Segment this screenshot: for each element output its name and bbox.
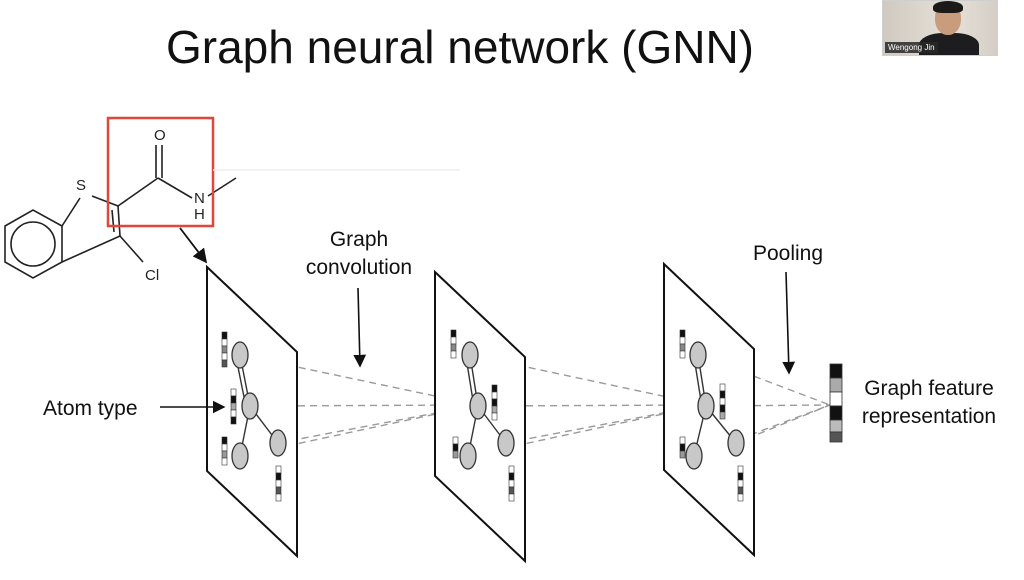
node-2a [461, 341, 479, 369]
graph-feature-vector [829, 363, 843, 443]
graph-feature-label-line2: representation [862, 405, 996, 428]
graph-convolution-arrow [353, 287, 367, 368]
presenter-name-tag: Wengong Jin [885, 42, 938, 53]
node-3b [697, 392, 715, 420]
node-1a [231, 341, 249, 369]
pooling-label: Pooling [753, 242, 823, 265]
highlight-box [106, 116, 215, 228]
node-2d [497, 429, 515, 457]
node-1b [241, 392, 259, 420]
node-2c [459, 442, 477, 470]
graph-panel-3 [663, 261, 755, 558]
graph-feature-label-line1: Graph feature [864, 377, 994, 400]
feature-vectors-1 [221, 331, 282, 502]
atom-o-label: O [154, 127, 166, 144]
slide-title: Graph neural network (GNN) [166, 21, 754, 73]
atom-s-label: S [76, 177, 86, 194]
node-3c [685, 442, 703, 470]
atom-n-label: N [194, 190, 205, 207]
atom-type-label: Atom type [43, 397, 138, 420]
node-2b [469, 392, 487, 420]
pooling-arrow [782, 271, 796, 375]
feature-vectors-2 [450, 329, 515, 502]
box-to-panel-arrow [179, 227, 208, 264]
graph-panel-1 [206, 264, 298, 559]
node-3a [689, 341, 707, 369]
node-1d [269, 429, 287, 457]
atom-cl-label: Cl [145, 267, 159, 284]
feature-vectors-3 [679, 329, 744, 502]
node-1c [231, 442, 249, 470]
molecule-structure [4, 145, 237, 279]
graph-convolution-label-line1: Graph [330, 228, 388, 251]
graph-panel-2 [434, 269, 526, 564]
graph-convolution-label-line2: convolution [306, 256, 412, 279]
atom-h-label: H [194, 206, 205, 223]
node-3d [727, 429, 745, 457]
presenter-video-thumbnail[interactable]: Wengong Jin [882, 0, 998, 56]
